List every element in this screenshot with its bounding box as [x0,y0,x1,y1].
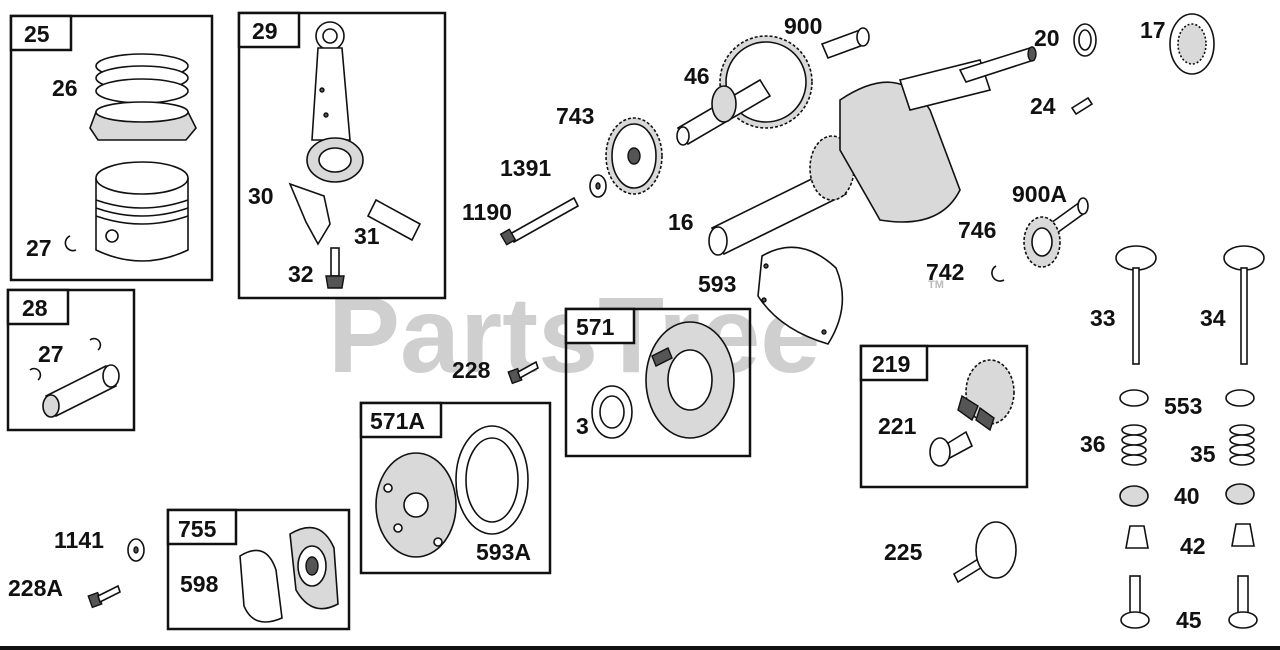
rod-bolt-32[interactable] [325,247,345,289]
label-746: 746 [958,217,996,243]
label-45: 45 [1176,607,1202,633]
label-228: 228 [452,357,491,383]
washer-1141[interactable] [127,538,145,562]
governor-cup-221[interactable] [929,430,974,467]
piston-pin[interactable] [42,364,120,418]
label-598: 598 [180,571,219,597]
oil-dipper-30[interactable] [288,182,331,246]
valve-34[interactable] [1223,245,1265,365]
rod-gasket-31[interactable] [366,198,422,242]
spring-35[interactable] [1229,424,1255,466]
label-35: 35 [1190,441,1216,467]
label-30: 30 [248,183,274,209]
label-20: 20 [1034,25,1060,51]
group-25-label: 25 [24,21,50,47]
label-743: 743 [556,103,594,129]
pin-clip-left-icon [29,367,42,381]
valve-33[interactable] [1115,245,1157,365]
label-36: 36 [1080,431,1106,457]
seal-20[interactable] [1073,23,1097,57]
retainer-40[interactable] [1119,483,1255,507]
label-1141: 1141 [54,527,104,553]
gasket-593[interactable] [757,246,844,345]
label-3: 3 [576,413,589,439]
label-27-pin: 27 [38,341,64,367]
cam-bearing-900[interactable] [820,27,870,60]
gasket-593a[interactable] [455,425,529,535]
label-593a: 593A [476,539,531,565]
group-571-sump-cover[interactable]: 571 3 [564,307,752,458]
spring-36[interactable] [1121,424,1147,466]
bolt-228[interactable] [507,360,539,385]
governor-gear[interactable] [957,359,1015,432]
piston-clip-icon [64,235,77,252]
group-755[interactable]: 755 598 [166,508,351,631]
plate-571a[interactable] [375,452,457,558]
connecting-rod[interactable] [306,21,364,183]
pin-clip-right-icon [89,337,102,351]
gasket-598[interactable] [239,549,283,623]
label-24: 24 [1030,93,1056,119]
bearing-plate[interactable] [289,526,339,610]
bolt-228a[interactable] [87,584,121,609]
label-17: 17 [1140,17,1166,43]
group-219-governor[interactable]: 219 221 [859,344,1029,489]
bolt-1190[interactable] [499,196,580,246]
label-16: 16 [668,209,694,235]
gear-746[interactable] [1023,216,1061,268]
crankshaft-16[interactable] [708,46,1037,256]
keeper-42[interactable] [1125,523,1255,549]
sump-plate[interactable] [645,321,735,439]
label-31: 31 [354,223,380,249]
group-571-label: 571 [576,314,615,340]
bearing-17[interactable] [1169,13,1215,75]
group-28-piston-pin[interactable]: 28 27 [6,288,136,432]
bottom-border [0,646,1280,650]
label-26: 26 [52,75,78,101]
group-571a-plate[interactable]: 571A 593A [359,401,552,575]
label-1391: 1391 [500,155,551,181]
key-24[interactable] [1070,96,1094,116]
governor-shaft-225[interactable] [952,521,1017,584]
label-27-top: 27 [26,235,52,261]
label-553: 553 [1164,393,1202,419]
group-755-label: 755 [178,516,217,542]
group-571a-label: 571A [370,408,425,434]
label-40: 40 [1174,483,1200,509]
label-900a: 900A [1012,181,1067,207]
seal-553[interactable] [1119,389,1255,407]
label-42: 42 [1180,533,1206,559]
label-32: 32 [288,261,314,287]
label-34: 34 [1200,305,1226,331]
clip-742[interactable] [991,265,1005,282]
washer-1391[interactable] [589,174,607,198]
group-25-piston-assembly[interactable]: 25 26 27 [9,14,214,282]
label-900: 900 [784,13,822,39]
group-29-label: 29 [252,18,278,44]
camshaft-46[interactable] [676,35,813,146]
watermark-tm: TM [928,279,944,291]
label-1190: 1190 [462,199,512,225]
group-29-connecting-rod[interactable]: 29 30 31 32 [237,11,447,300]
piston-27[interactable] [95,161,189,262]
label-593: 593 [698,271,736,297]
oil-seal-3[interactable] [591,385,633,439]
group-219-label: 219 [872,351,910,377]
label-228a: 228A [8,575,63,601]
label-742: 742 [926,259,964,285]
group-28-label: 28 [22,295,48,321]
label-221: 221 [878,413,917,439]
label-225: 225 [884,539,923,565]
piston-rings-26[interactable] [89,53,197,141]
label-33: 33 [1090,305,1116,331]
label-46: 46 [684,63,710,89]
tappet-45[interactable] [1120,575,1258,629]
governor-gear-743[interactable] [605,117,663,195]
